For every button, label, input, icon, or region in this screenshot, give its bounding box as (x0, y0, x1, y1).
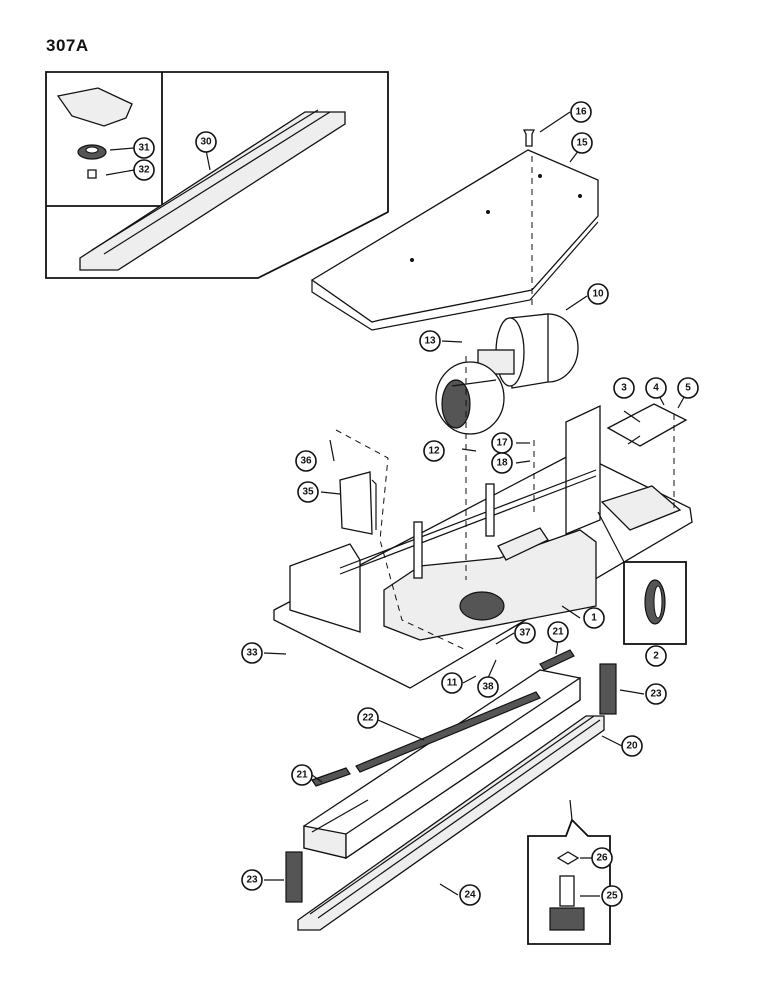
bracket-detail (56, 87, 133, 127)
callout-label: 32 (138, 165, 150, 176)
callout-label: 17 (496, 438, 508, 449)
callout-label: 2 (653, 651, 659, 662)
callout-26: 26 (591, 847, 613, 869)
callout-label: 3 (621, 383, 627, 394)
callout-label: 15 (576, 138, 588, 149)
strip-21-left (311, 767, 351, 787)
callout-18: 18 (491, 452, 513, 474)
bracket-35 (339, 471, 373, 535)
screw-16 (522, 129, 536, 147)
rail-part (79, 111, 346, 271)
strip-21-right (539, 649, 575, 671)
callout-label: 26 (596, 853, 608, 864)
callout-30: 30 (195, 131, 217, 153)
callout-label: 16 (575, 107, 587, 118)
callout-21a: 21 (291, 764, 313, 786)
callout-label: 21 (552, 627, 564, 638)
callout-label: 4 (653, 383, 659, 394)
callout-31: 31 (133, 137, 155, 159)
callout-23b: 23 (241, 869, 263, 891)
leader-lines (105, 111, 689, 897)
seal-inset (597, 511, 687, 645)
callout-17: 17 (491, 432, 513, 454)
page-title: 307A (46, 36, 89, 55)
callout-32: 32 (133, 159, 155, 181)
callout-12: 12 (423, 440, 445, 462)
strip-22 (355, 691, 541, 773)
callout-label: 5 (685, 383, 691, 394)
callout-16: 16 (570, 101, 592, 123)
callout-label: 25 (606, 891, 618, 902)
callout-36: 36 (295, 450, 317, 472)
callout-label: 37 (519, 628, 531, 639)
callout-3: 3 (613, 377, 635, 399)
callout-label: 1 (591, 613, 597, 624)
callout-23a: 23 (645, 683, 667, 705)
access-plate (606, 403, 688, 447)
callout-15: 15 (571, 132, 593, 154)
callout-37: 37 (514, 622, 536, 644)
callout-label: 22 (362, 713, 374, 724)
callout-5: 5 (677, 377, 699, 399)
callout-label: 21 (296, 770, 308, 781)
callout-22: 22 (357, 707, 379, 729)
pad-23-right (599, 663, 617, 715)
callout-35: 35 (297, 481, 319, 503)
callout-1: 1 (583, 607, 605, 629)
callout-label: 31 (138, 143, 150, 154)
callout-label: 33 (246, 648, 258, 659)
inset-detail (45, 71, 389, 279)
callout-10: 10 (587, 283, 609, 305)
callout-21b: 21 (547, 621, 569, 643)
callout-24: 24 (459, 884, 481, 906)
base-rail (297, 715, 605, 931)
callout-4: 4 (645, 377, 667, 399)
callout-label: 20 (626, 741, 638, 752)
cover-plate (310, 149, 599, 331)
screw-part (87, 169, 97, 179)
callout-label: 10 (592, 289, 604, 300)
callout-25: 25 (601, 885, 623, 907)
callout-label: 18 (496, 458, 508, 469)
callout-label: 24 (464, 890, 476, 901)
callout-2: 2 (645, 645, 667, 667)
callout-label: 23 (650, 689, 662, 700)
callout-label: 13 (424, 336, 436, 347)
callout-label: 30 (200, 137, 212, 148)
callout-20: 20 (621, 735, 643, 757)
callout-label: 23 (246, 875, 258, 886)
callout-label: 11 (447, 678, 458, 689)
pad-23-left (285, 851, 303, 903)
callout-11: 11 (441, 672, 463, 694)
callout-13: 13 (419, 330, 441, 352)
callout-38: 38 (477, 676, 499, 698)
callout-label: 35 (302, 487, 314, 498)
callout-33: 33 (241, 642, 263, 664)
callout-label: 36 (300, 456, 312, 467)
callout-label: 38 (482, 682, 494, 693)
heater-core (303, 669, 581, 860)
callout-label: 12 (428, 446, 440, 457)
fastener-inset (527, 799, 611, 945)
blower-assembly (435, 313, 579, 435)
main-housing (273, 404, 693, 689)
